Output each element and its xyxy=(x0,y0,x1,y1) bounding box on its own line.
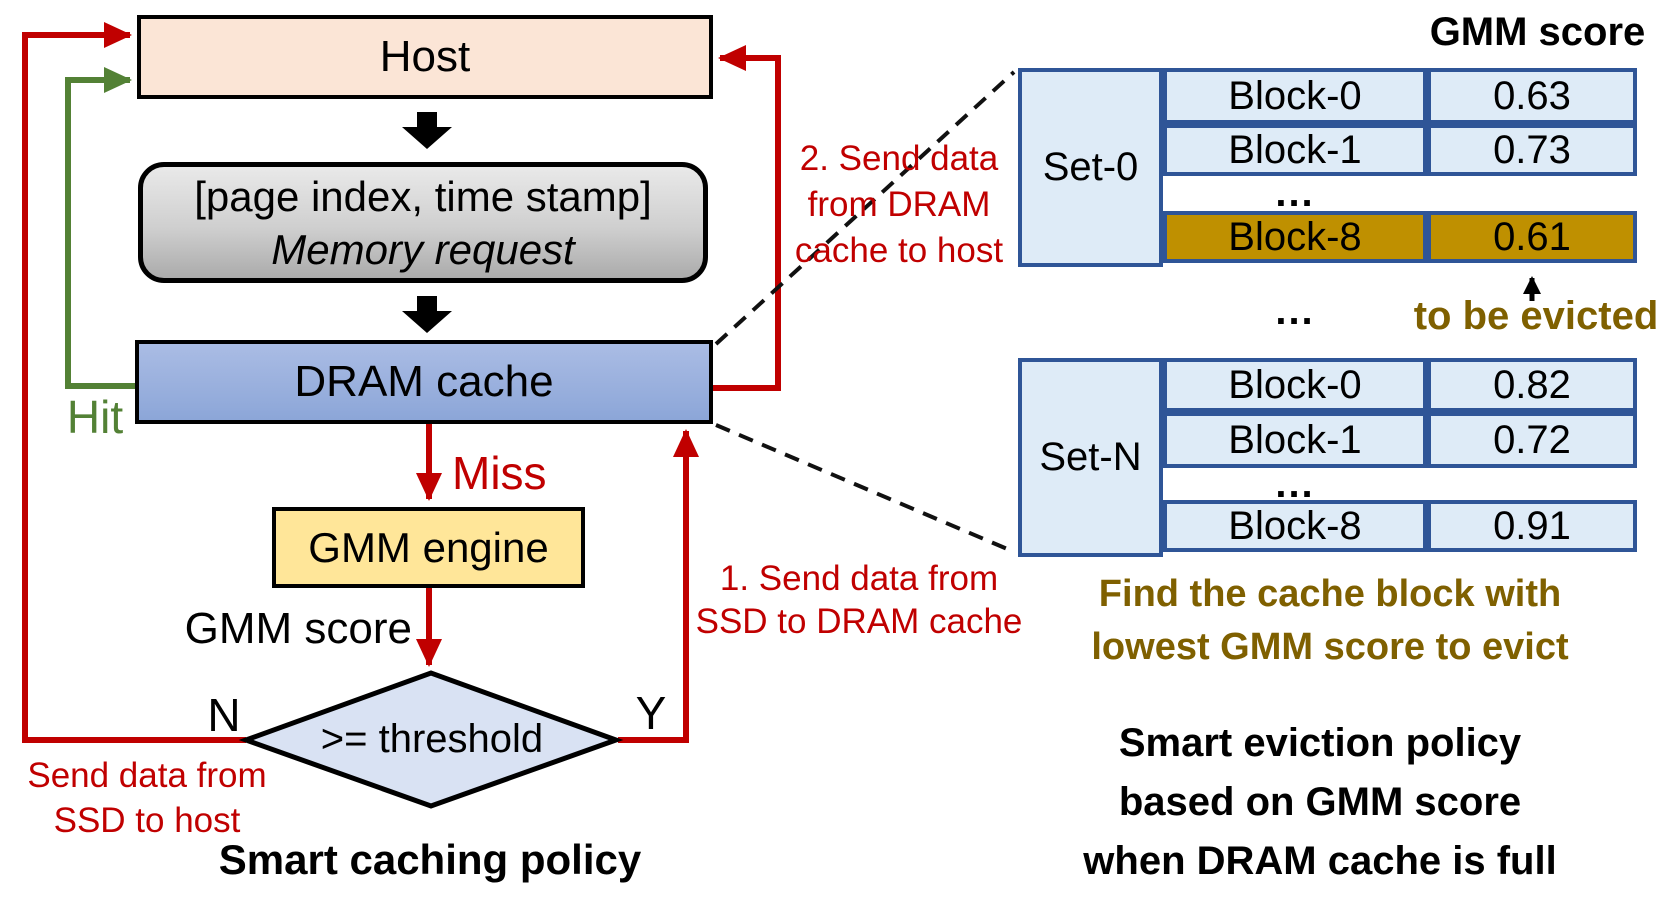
set0-row3-block-cell: Block-8 xyxy=(1163,211,1427,263)
eviction-policy-caption-line3: when DRAM cache is full xyxy=(1083,839,1557,883)
note-step2-line2: from DRAM xyxy=(807,185,991,224)
to-be-evicted-label: to be evicted xyxy=(1413,294,1659,338)
note-step2: 2. Send data from DRAM cache to host xyxy=(779,136,1019,274)
set0-dots: ... xyxy=(1275,171,1315,215)
set0-name-cell: Set-0 xyxy=(1018,68,1163,267)
dots-between-sets-text: ... xyxy=(1275,288,1315,333)
dram-cache-label: DRAM cache xyxy=(294,357,554,406)
set0-row0-score-cell: 0.63 xyxy=(1427,68,1637,124)
arrow-y-to-dram xyxy=(618,429,699,743)
set0-row0-block: Block-0 xyxy=(1228,73,1362,118)
setn-dots: ... xyxy=(1275,461,1315,506)
set0-row0-block-cell: Block-0 xyxy=(1163,68,1427,124)
note-ssd-to-host-line1: Send data from xyxy=(27,756,267,795)
eviction-policy-caption: Smart eviction policy based on GMM score… xyxy=(1010,714,1630,891)
gmm-score-header: GMM score xyxy=(1429,10,1646,54)
host-node: Host xyxy=(137,15,713,99)
setn-row1-block-cell: Block-1 xyxy=(1163,412,1427,468)
arrow-dram-to-host xyxy=(713,45,781,391)
setn-name-cell: Set-N xyxy=(1018,358,1163,557)
find-block-caption-line2: lowest GMM score to evict xyxy=(1091,626,1569,668)
miss-label: Miss xyxy=(452,447,547,499)
set0-row3-score: 0.61 xyxy=(1493,214,1571,259)
arrow-n-to-host xyxy=(22,22,246,743)
set0-row1-block-cell: Block-1 xyxy=(1163,124,1427,176)
note-step1-line1: 1. Send data from xyxy=(719,559,999,598)
setn-row1-score-cell: 0.72 xyxy=(1427,412,1637,468)
eviction-policy-caption-line2: based on GMM score xyxy=(1118,780,1522,824)
host-label: Host xyxy=(379,32,471,81)
gmm-engine-node: GMM engine xyxy=(272,507,585,588)
setn-dots-row: ... xyxy=(1163,462,1427,506)
note-step2-line1: 2. Send data xyxy=(799,139,999,178)
set0-row1-block: Block-1 xyxy=(1228,127,1362,172)
threshold-diamond xyxy=(238,670,624,809)
memory-request-node: [page index, time stamp] Memory request xyxy=(138,162,708,283)
set0-row1-score-cell: 0.73 xyxy=(1427,124,1637,176)
flow-arrow-host-to-request xyxy=(402,112,452,149)
setn-row1-score: 0.72 xyxy=(1493,417,1571,462)
setn-row3-block: Block-8 xyxy=(1228,503,1362,548)
setn-row0-block-cell: Block-0 xyxy=(1163,358,1427,412)
note-ssd-to-host-line2: SSD to host xyxy=(53,801,241,840)
hit-label: Hit xyxy=(66,391,124,443)
memory-request-line1: [page index, time stamp] xyxy=(194,172,652,220)
find-block-caption-line1: Find the cache block with xyxy=(1098,573,1562,615)
set0-row1-score: 0.73 xyxy=(1493,127,1571,172)
branch-yes-label: Y xyxy=(635,687,667,739)
set0-dots-row: ... xyxy=(1163,171,1427,215)
setn-row1-block: Block-1 xyxy=(1228,417,1362,462)
eviction-policy-caption-line1: Smart eviction policy xyxy=(1118,721,1522,765)
dram-cache-node: DRAM cache xyxy=(135,340,713,424)
setn-row3-block-cell: Block-8 xyxy=(1163,500,1427,552)
gmm-engine-label: GMM engine xyxy=(308,523,549,571)
dashed-connector-top xyxy=(714,70,1016,346)
dots-between-sets: ... xyxy=(1163,289,1427,333)
note-step1: 1. Send data from SSD to DRAM cache xyxy=(694,557,1024,643)
setn-name: Set-N xyxy=(1039,435,1142,479)
caching-policy-caption: Smart caching policy xyxy=(218,836,642,883)
note-ssd-to-host: Send data from SSD to host xyxy=(17,753,277,843)
setn-row3-score: 0.91 xyxy=(1493,503,1571,548)
arrow-hit-dram-to-host xyxy=(65,67,135,389)
dashed-connector-bottom xyxy=(715,423,1013,553)
flow-arrow-request-to-dram xyxy=(402,296,452,333)
gmm-score-label: GMM score xyxy=(184,604,412,653)
setn-row0-score-cell: 0.82 xyxy=(1427,358,1637,412)
setn-row0-block: Block-0 xyxy=(1228,362,1362,407)
set0-name: Set-0 xyxy=(1042,145,1139,189)
setn-row3-score-cell: 0.91 xyxy=(1427,500,1637,552)
find-block-caption: Find the cache block with lowest GMM sco… xyxy=(1020,568,1640,674)
set0-row3-block: Block-8 xyxy=(1228,214,1362,259)
note-step2-line3: cache to host xyxy=(794,231,1004,270)
setn-row0-score: 0.82 xyxy=(1493,362,1571,407)
set0-row0-score: 0.63 xyxy=(1493,73,1571,118)
note-step1-line2: SSD to DRAM cache xyxy=(695,602,1023,641)
set0-row3-score-cell: 0.61 xyxy=(1427,211,1637,263)
branch-no-label: N xyxy=(207,689,241,741)
threshold-label: >= threshold xyxy=(320,717,544,761)
memory-request-line2: Memory request xyxy=(271,225,575,273)
